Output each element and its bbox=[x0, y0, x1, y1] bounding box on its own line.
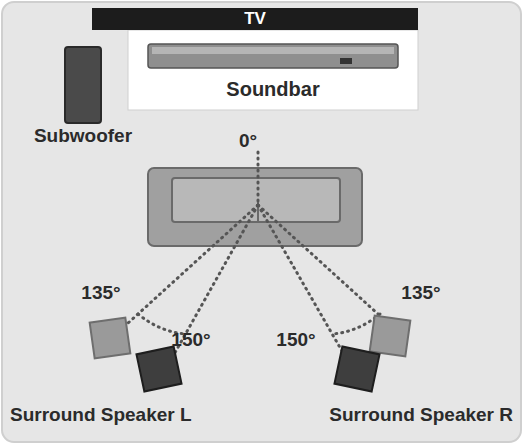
node-label: TV bbox=[244, 9, 266, 29]
subwoofer: Subwoofer bbox=[8, 124, 158, 148]
angle-label: 135° bbox=[81, 283, 120, 304]
angle-label: 150° bbox=[171, 330, 210, 351]
angle-label: 0° bbox=[239, 131, 257, 152]
node-label: Soundbar bbox=[226, 78, 319, 101]
speaker-label: Surround Speaker R bbox=[329, 405, 513, 426]
angle-label: 150° bbox=[276, 330, 315, 351]
node-label: Subwoofer bbox=[34, 125, 132, 147]
soundbar-box: Soundbar bbox=[128, 70, 418, 108]
speaker-label: Surround Speaker L bbox=[10, 405, 192, 426]
tv-bar: TV bbox=[92, 8, 418, 30]
angle-label: 135° bbox=[401, 283, 440, 304]
